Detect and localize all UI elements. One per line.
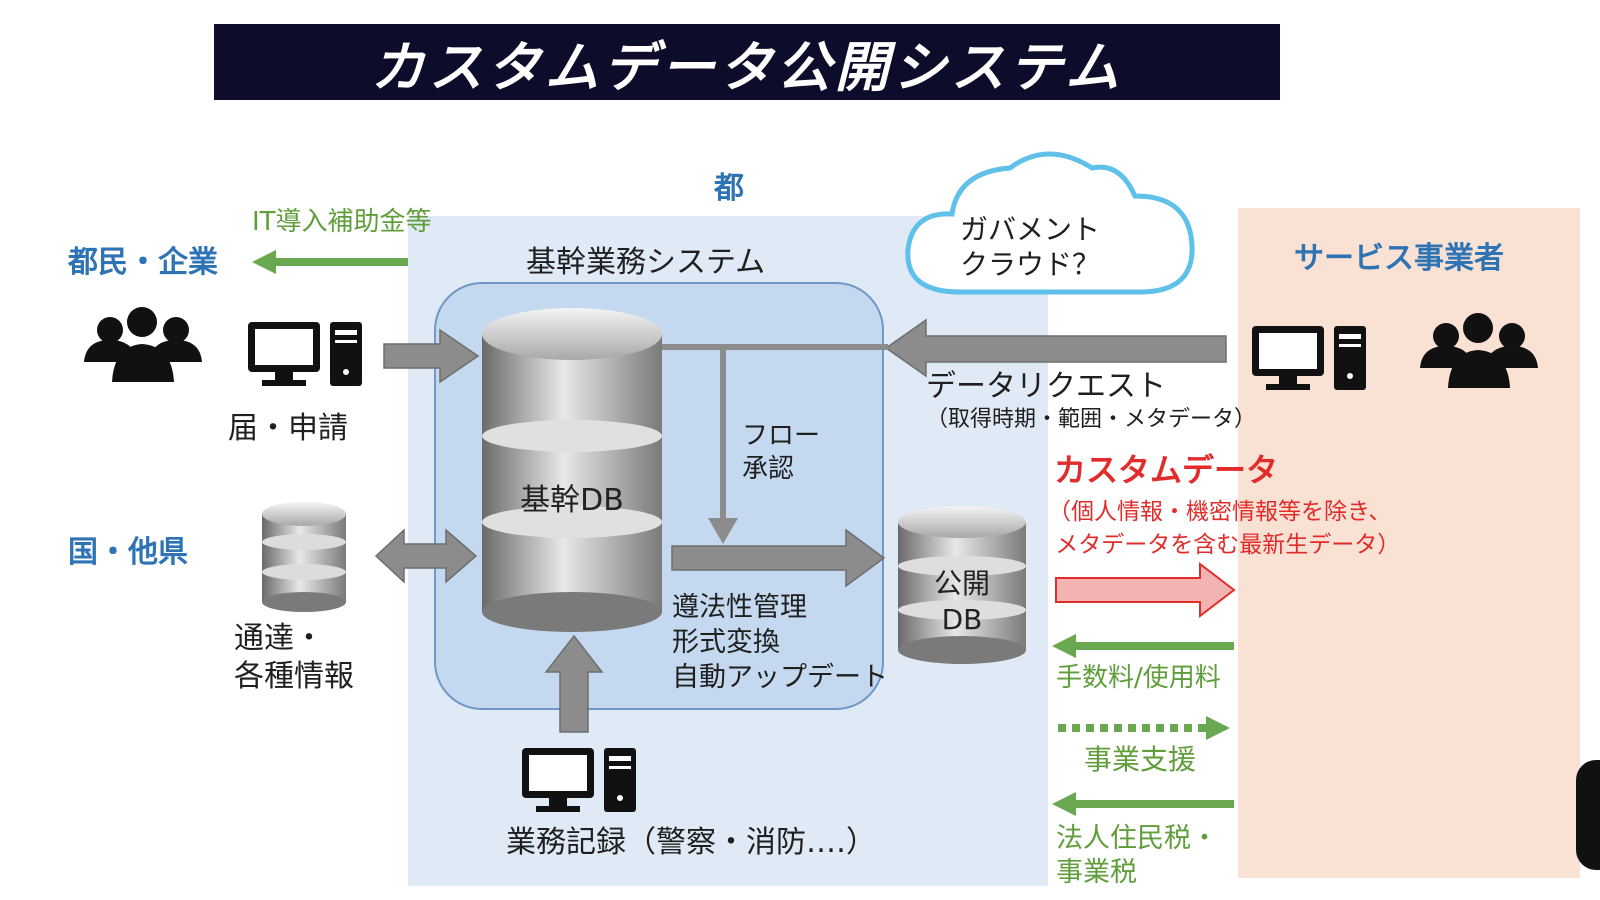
core-system-label: 基幹業務システム <box>526 245 766 280</box>
arrow-exchange <box>374 528 478 584</box>
gray-arrows <box>374 318 1227 733</box>
business-support-label: 事業支援 <box>1084 743 1197 776</box>
custom-data-detail: （個人情報・機密情報等を除き、 メタデータを含む最新生データ） <box>1048 499 1401 559</box>
arrow-records-up <box>544 634 604 733</box>
core-db-icon <box>482 308 662 632</box>
arrow-fees <box>1052 634 1234 658</box>
business-records-label: 業務記録（警察・消防‥‥） <box>506 825 877 860</box>
people-icon <box>1420 313 1538 388</box>
green-arrows <box>252 250 1234 816</box>
edge-tab <box>1576 760 1600 870</box>
flow-line <box>720 350 726 526</box>
metro-label: 都 <box>714 171 744 206</box>
fees-label: 手数料/使用料 <box>1056 663 1221 693</box>
page-title: カスタムデータ公開システム <box>214 24 1280 100</box>
cloud-label: ガバメント クラウド？ <box>960 213 1101 281</box>
arrow-submit <box>383 328 480 384</box>
computer-icon <box>522 748 636 812</box>
arrow-data-request <box>884 318 1227 378</box>
request-line <box>662 344 888 350</box>
flow-approval-label: フロー 承認 <box>742 421 821 484</box>
nation-label: 国・他県 <box>68 535 188 570</box>
custom-data-label: カスタムデータ <box>1054 451 1279 489</box>
arrow-taxes <box>1052 792 1234 816</box>
compliance-label: 遵法性管理 形式変換 自動アップデート <box>672 592 888 694</box>
data-request-label: データリクエスト <box>926 369 1166 404</box>
cloud-icon <box>905 151 1195 295</box>
public-db-label: 公開 DB <box>933 567 990 637</box>
circulars-label: 通達・ 各種情報 <box>234 621 354 694</box>
arrow-business-support <box>1058 716 1230 740</box>
data-request-detail: （取得時期・範囲・メタデータ） <box>926 407 1257 432</box>
computer-icon <box>1252 326 1366 390</box>
public-db-icon <box>898 506 1026 664</box>
providers-label: サービス事業者 <box>1294 241 1504 276</box>
subsidy-label: IT導入補助金等 <box>252 207 432 237</box>
service-provider-zone <box>1238 208 1580 878</box>
computer-icon <box>248 322 362 386</box>
arrow-subsidy <box>252 250 408 274</box>
citizens-label: 都民・企業 <box>68 245 218 280</box>
arrow-custom-data <box>1055 561 1236 619</box>
arrow-to-public-db <box>671 528 886 588</box>
taxes-label: 法人住民税・ 事業税 <box>1056 823 1218 888</box>
database-icon <box>262 502 346 612</box>
core-db-label: 基幹DB <box>520 483 624 518</box>
flow-arrowhead <box>708 518 738 544</box>
notification-label: 届・申請 <box>228 411 348 446</box>
people-icon <box>84 307 202 382</box>
